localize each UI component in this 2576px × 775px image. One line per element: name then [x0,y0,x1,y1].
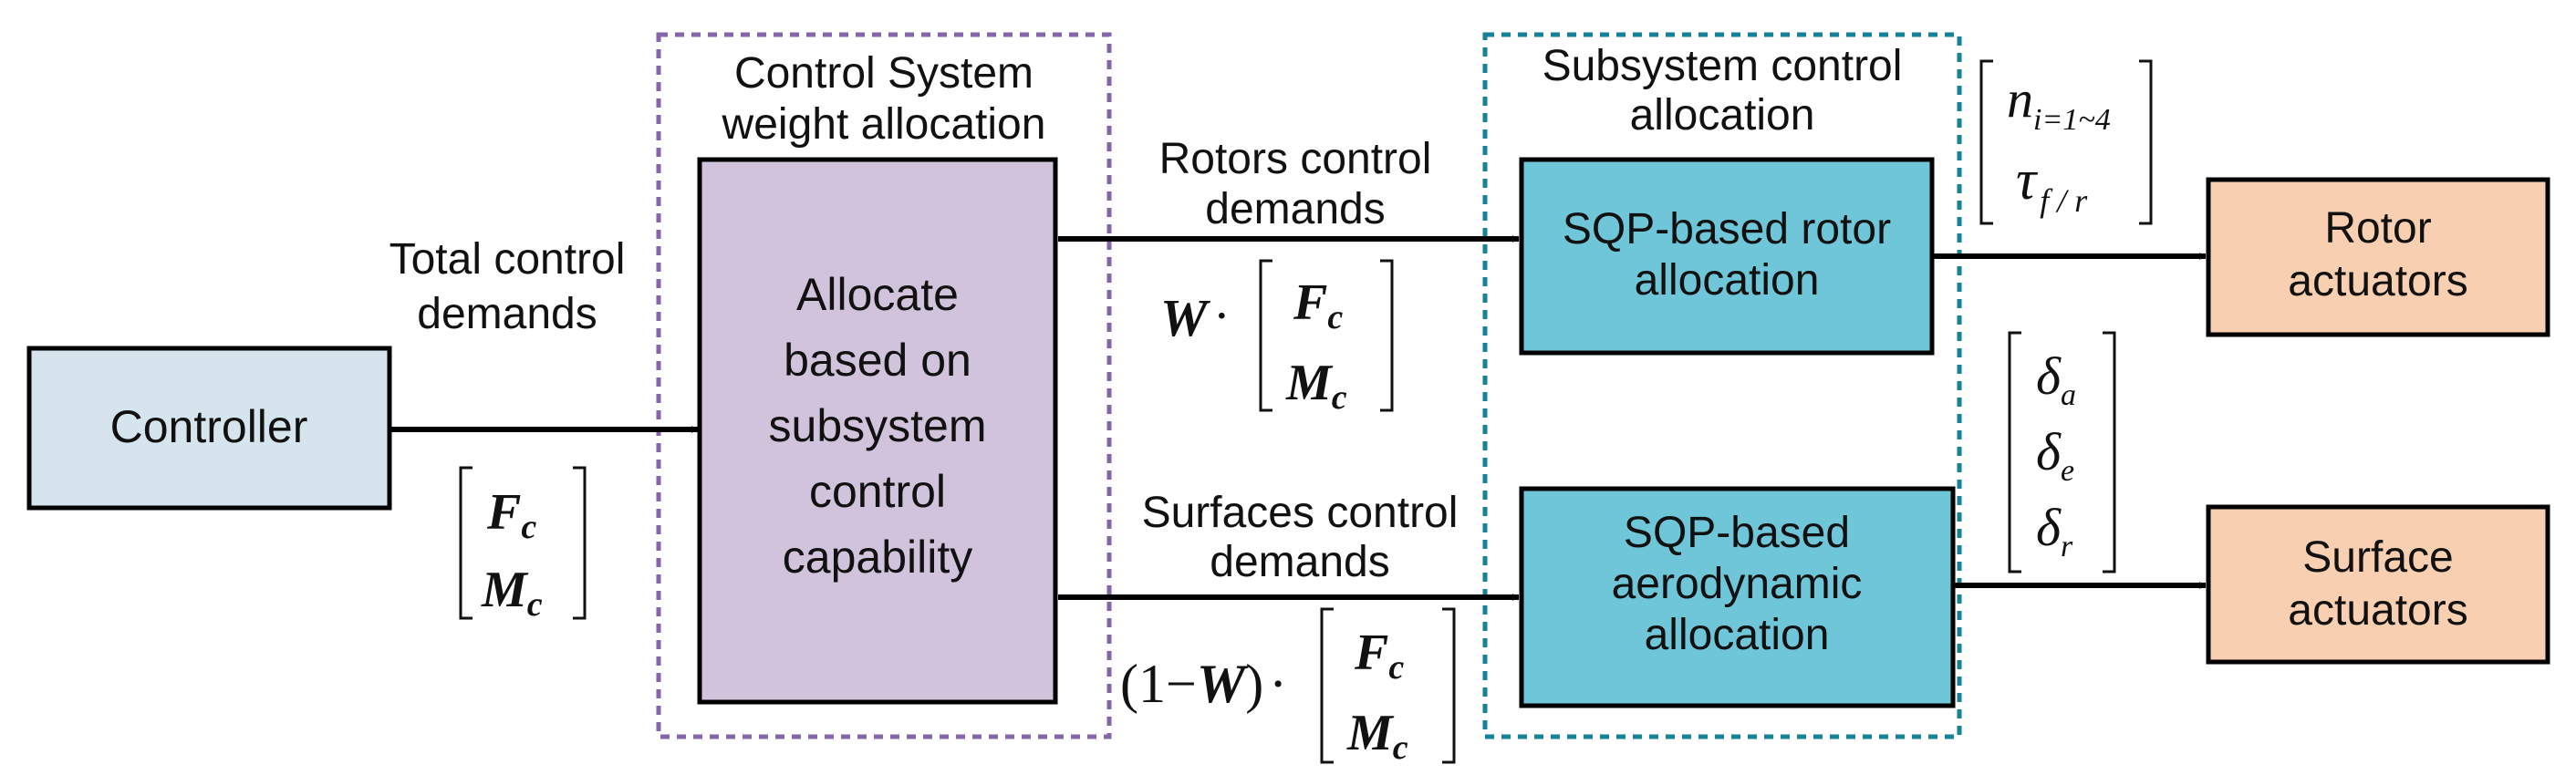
aero-sqp-line3: allocation [1645,611,1830,659]
rotor-sqp-line2: allocation [1635,256,1820,305]
surface-left-bracket [1320,607,1334,764]
moment-symbol: M [481,562,529,618]
rotor-sqp-box [1519,157,1935,356]
aero-sqp-line1: SQP-based [1624,509,1850,557]
controller-box [26,346,392,511]
right-bracket [573,466,587,620]
moment-subscript: c [527,585,543,624]
surface-moment-subscript: c [1393,728,1408,767]
surface-paren-open: ( [1120,654,1138,714]
surface-demand-label-line1: Surfaces control [1142,489,1459,537]
rotor-speed-symbol: n [2007,69,2033,129]
rotor-demand-label-line2: demands [1205,185,1385,233]
rotor-demand-expression: W · Fc Mc [1160,259,1394,417]
rotor-actuators-line2: actuators [2288,257,2467,305]
allocator-line1: Allocate [796,269,959,320]
svg-text:Mc: Mc [481,562,543,624]
rudder-subscript: r [2061,530,2073,563]
aero-sqp-line2: aerodynamic [1612,560,1863,608]
rotor-output-left-bracket [1979,59,1993,225]
force-symbol: F [486,484,521,541]
subsystem-allocation-region [1482,32,1962,739]
svg-text:(1−W)·: (1−W)· [1120,654,1287,714]
svg-text:Fc: Fc [1354,625,1404,687]
rotor-sqp-line1: SQP-based rotor [1563,205,1891,253]
force-subscript: c [521,508,536,546]
rotor-demand-label-line1: Rotors control [1159,135,1432,183]
tilt-angle-symbol: τ [2016,150,2039,212]
surface-output-left-bracket [2008,331,2021,574]
total-demand-label-line1: Total control [390,235,626,284]
svg-text:ni=1~4: ni=1~4 [2007,69,2111,137]
aileron-subscript: a [2061,378,2076,412]
left-bracket [459,466,473,620]
svg-text:Fc: Fc [486,484,536,546]
rotor-actuators-line1: Rotor [2324,204,2431,253]
surface-moment-symbol: M [1346,705,1395,761]
total-demand-vector: Fc Mc [459,466,587,624]
surface-demand-expression: (1−W)· Fc Mc [1120,607,1456,767]
rotor-output-right-bracket [2139,59,2153,225]
surface-actuators-line1: Surface [2302,533,2453,582]
surface-right-bracket [1442,607,1456,764]
subsystem-region-title-line2: allocation [1630,91,1815,140]
surface-output-vector: δa δe δr [2008,331,2116,574]
svg-text:δr: δr [2036,498,2073,563]
surface-paren-close: ) [1245,654,1263,714]
surface-force-subscript: c [1388,648,1404,687]
rotor-left-bracket [1259,259,1272,412]
allocator-line4: control [809,466,946,517]
svg-text:τf / r: τf / r [2016,150,2088,219]
svg-text:δa: δa [2036,346,2076,412]
surface-one: 1 [1138,654,1166,714]
surface-force-symbol: F [1354,625,1388,681]
elevator-subscript: e [2061,454,2074,488]
rotor-moment-subscript: c [1332,378,1347,417]
allocator-line5: capability [783,532,972,583]
surface-weight-symbol: W [1197,654,1249,714]
total-demand-label-line2: demands [417,290,597,338]
subsystem-region-title-line1: Subsystem control [1542,42,1903,90]
tilt-angle-subscript: f / r [2040,182,2088,219]
surface-actuators-box [2206,504,2550,665]
weight-allocation-region [656,32,1112,739]
surface-output-right-bracket [2103,331,2116,574]
svg-text:Mc: Mc [1346,705,1408,767]
rotor-moment-symbol: M [1285,355,1334,411]
weight-region-title-line1: Control System [734,49,1034,98]
allocator-line2: based on [784,335,971,386]
rotor-force-subscript: c [1327,298,1343,336]
allocator-line3: subsystem [769,400,987,451]
rotor-right-bracket [1380,259,1394,412]
weight-region-title-line2: weight allocation [722,100,1046,149]
svg-text:Mc: Mc [1285,355,1347,417]
aero-sqp-box [1519,486,1956,708]
rotor-actuators-box [2206,177,2550,337]
rudder-delta-symbol: δ [2036,498,2062,557]
rotor-dot-operator: · [1213,288,1231,345]
surface-demand-label-line2: demands [1210,538,1389,586]
aileron-delta-symbol: δ [2036,346,2062,406]
svg-text:Fc: Fc [1293,274,1343,336]
surface-minus: − [1166,654,1197,714]
controller-label: Controller [110,401,308,452]
surface-actuators-line2: actuators [2288,586,2467,635]
allocator-box [697,157,1058,705]
rotor-force-symbol: F [1293,274,1327,331]
surface-dot-operator: · [1269,654,1287,714]
rotor-weight-symbol: W [1160,288,1210,347]
elevator-delta-symbol: δ [2036,422,2062,481]
svg-text:δe: δe [2036,422,2074,488]
rotor-speed-subscript: i=1~4 [2033,103,2111,137]
